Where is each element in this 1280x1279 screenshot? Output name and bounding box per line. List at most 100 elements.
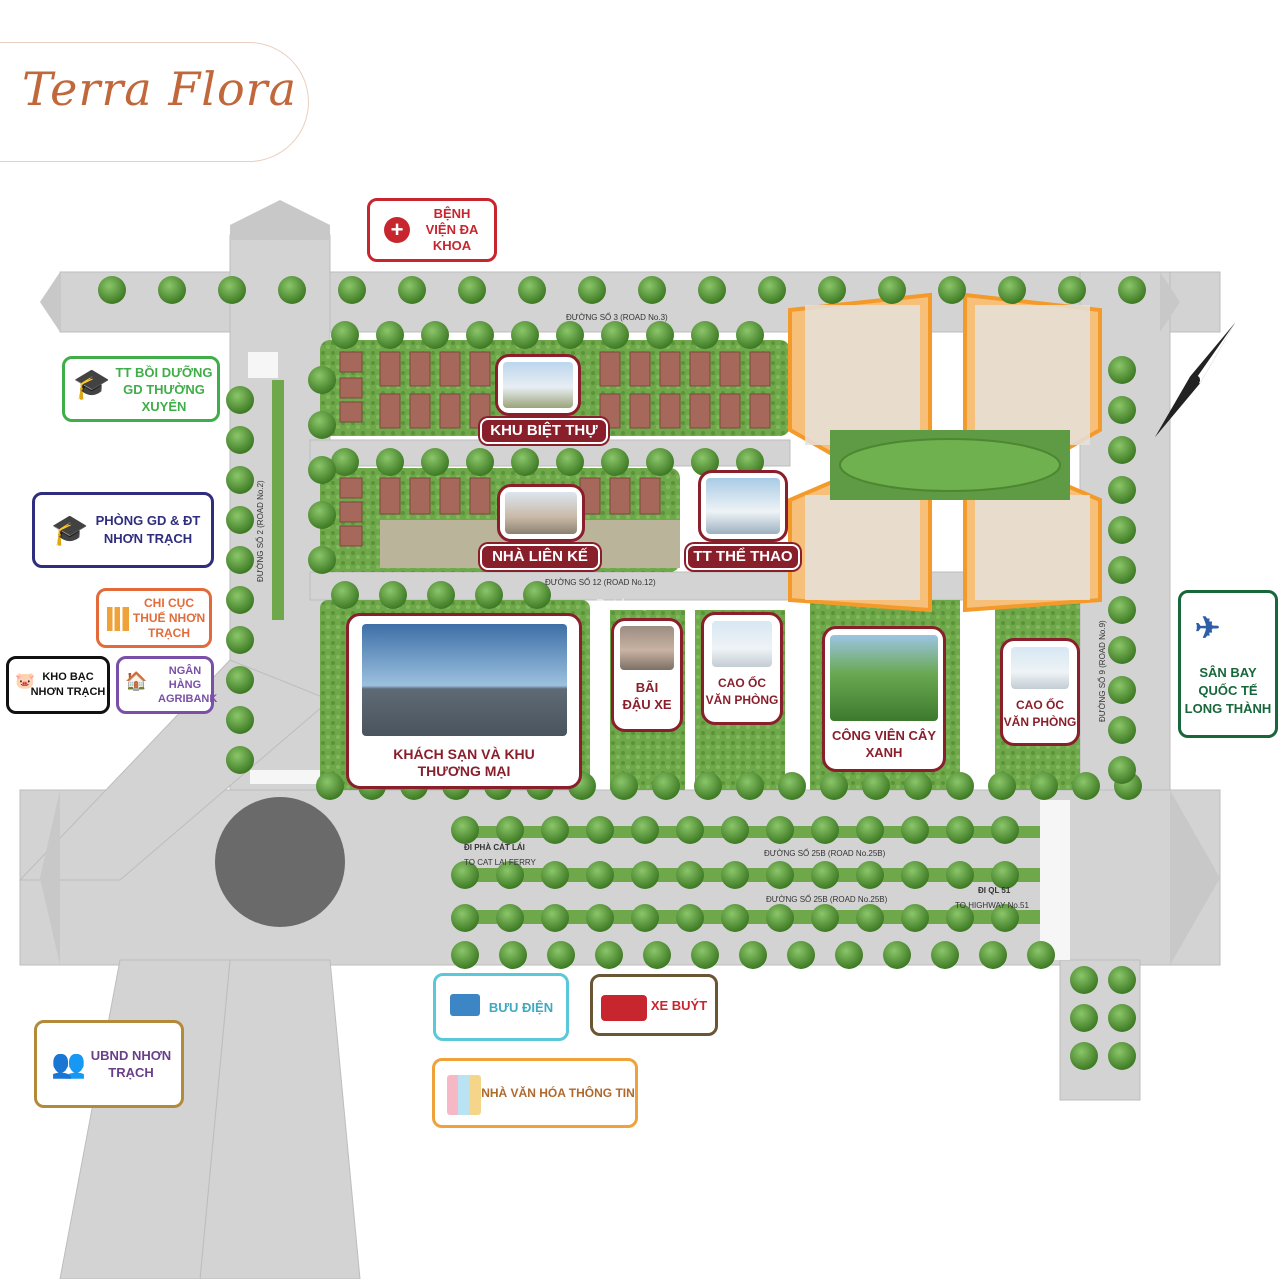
zone-banner-sports: TT THỂ THAO [686,544,800,570]
tree [820,772,848,800]
tree [676,861,704,889]
tree [451,861,479,889]
tree [466,448,494,476]
poi-bank: 🏠 NGÂN HÀNG AGRIBANK [116,656,217,714]
tree [595,941,623,969]
bar-chart-icon [107,607,129,631]
tree [278,276,306,304]
tree [766,816,794,844]
buildings-icon [447,1075,481,1115]
highway-label-vn: ĐI QL 51 [978,886,1011,895]
tree [610,772,638,800]
poi-culture: NHÀ VĂN HÓA THÔNG TIN [432,1058,638,1128]
tree [421,321,449,349]
poi-treasury: 🐷 KHO BẠC NHƠN TRẠCH [6,656,110,714]
tree [541,904,569,932]
tree [541,861,569,889]
poi-culture-label: NHÀ VĂN HÓA THÔNG TIN [481,1086,635,1100]
road-label-9: ĐƯỜNG SỐ 9 (ROAD No.9) [1098,620,1107,722]
tree [496,816,524,844]
brand-logo-frame [0,42,309,162]
airplane-icon: ✈ [1195,612,1221,645]
tree [556,321,584,349]
tree [308,411,336,439]
poi-bus: XE BUÝT [590,974,718,1036]
tree [218,276,246,304]
poi-hospital-label: BỆNH VIỆN ĐA KHOA [425,206,479,253]
tree [904,772,932,800]
poi-airport-label: SÂN BAY QUỐC TẾ LONG THÀNH [1184,665,1272,716]
tree [878,276,906,304]
tree [862,772,890,800]
parking-photo [620,626,674,670]
tree [499,941,527,969]
north-arrow-icon [1154,322,1236,438]
office-label-2: CAO ỐC VĂN PHÒNG [1003,698,1077,729]
tree [226,506,254,534]
tree [778,772,806,800]
tree [1118,276,1146,304]
tree [818,276,846,304]
tree [556,448,584,476]
poi-training: 🎓 TT BỒI DƯỠNG GD THƯỜNG XUYÊN [62,356,220,422]
tree [856,861,884,889]
tree [466,321,494,349]
tree [811,861,839,889]
road-label-25b-a: ĐƯỜNG SỐ 25B (ROAD No.25B) [764,849,886,858]
tree [736,448,764,476]
poi-committee-label: UBND NHƠN TRẠCH [90,1048,172,1080]
tree [226,426,254,454]
tree [691,321,719,349]
tree [1108,1004,1136,1032]
tree [938,276,966,304]
tree [739,941,767,969]
tree [1108,596,1136,624]
graduation-cap-icon: 🎓 [73,368,111,401]
tree [901,904,929,932]
tree [541,816,569,844]
tree [511,448,539,476]
tree [451,941,479,969]
tree [1108,676,1136,704]
tree [1108,396,1136,424]
tree [736,321,764,349]
tree [758,276,786,304]
poi-airport: ✈ SÂN BAY QUỐC TẾ LONG THÀNH [1178,590,1278,738]
hotel-card: KHÁCH SẠN VÀ KHU THƯƠNG MẠI [346,613,582,789]
road-label-25b-b: ĐƯỜNG SỐ 25B (ROAD No.25B) [766,895,888,904]
tree [856,904,884,932]
tree [578,276,606,304]
tree [736,772,764,800]
tree [991,816,1019,844]
tree [308,501,336,529]
tree [451,816,479,844]
tree [421,448,449,476]
tree [496,861,524,889]
tree [811,904,839,932]
tree [1108,356,1136,384]
hotel-label: KHÁCH SẠN VÀ KHU THƯƠNG MẠI [393,746,535,779]
tree [338,276,366,304]
tree [376,321,404,349]
tree [226,706,254,734]
tree [883,941,911,969]
tree [1108,476,1136,504]
tree [1058,276,1086,304]
tree [523,581,551,609]
highway-label-en: TO HIGHWAY No.51 [955,901,1029,910]
tree [721,816,749,844]
tree [316,772,344,800]
park-card: CÔNG VIÊN CÂY XANH [822,626,946,772]
park-label: CÔNG VIÊN CÂY XANH [831,728,936,760]
poi-post: BƯU ĐIỆN [433,973,569,1041]
tree [998,276,1026,304]
tree [1108,556,1136,584]
poi-tax: CHI CỤC THUẾ NHƠN TRẠCH [96,588,212,648]
sports-photo-card [698,470,788,542]
hotel-photo [362,624,567,736]
tree [1108,1042,1136,1070]
poi-hospital: + BỆNH VIỆN ĐA KHOA [367,198,497,262]
poi-training-label: TT BỒI DƯỠNG GD THƯỜNG XUYÊN [115,364,213,414]
tree [586,904,614,932]
